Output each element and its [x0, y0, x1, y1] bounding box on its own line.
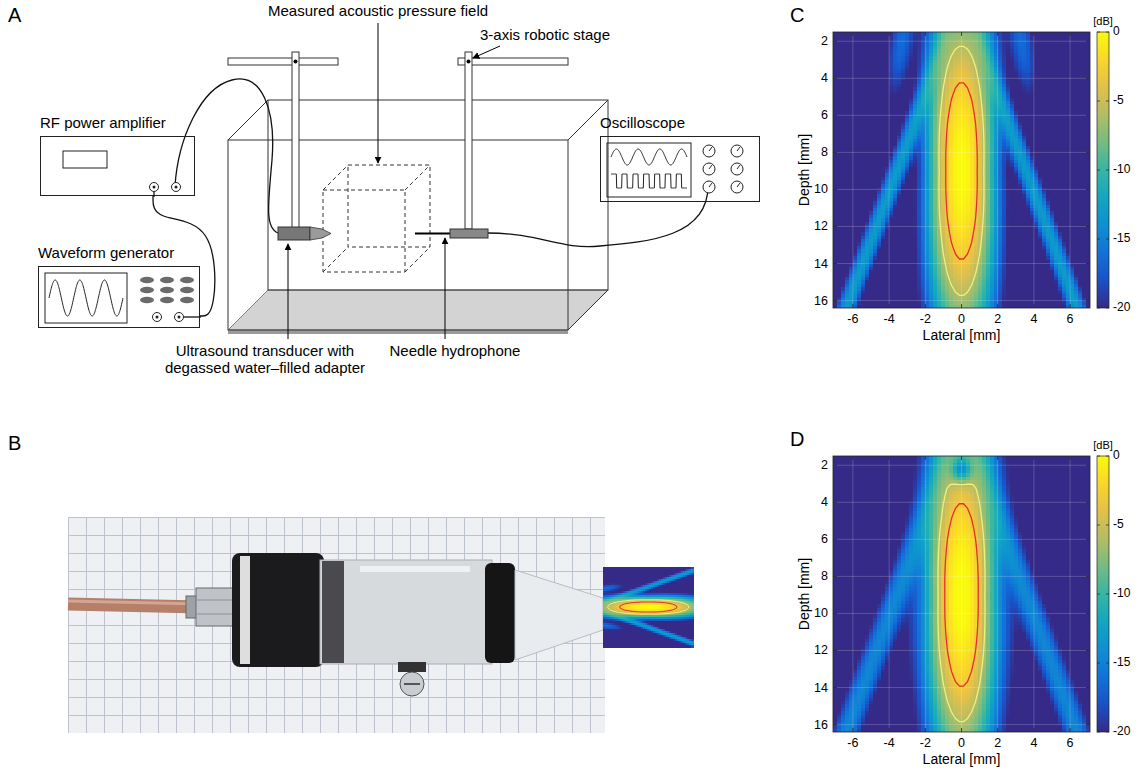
figure: AMeasured acoustic pressure field3-axis …: [0, 0, 1142, 773]
